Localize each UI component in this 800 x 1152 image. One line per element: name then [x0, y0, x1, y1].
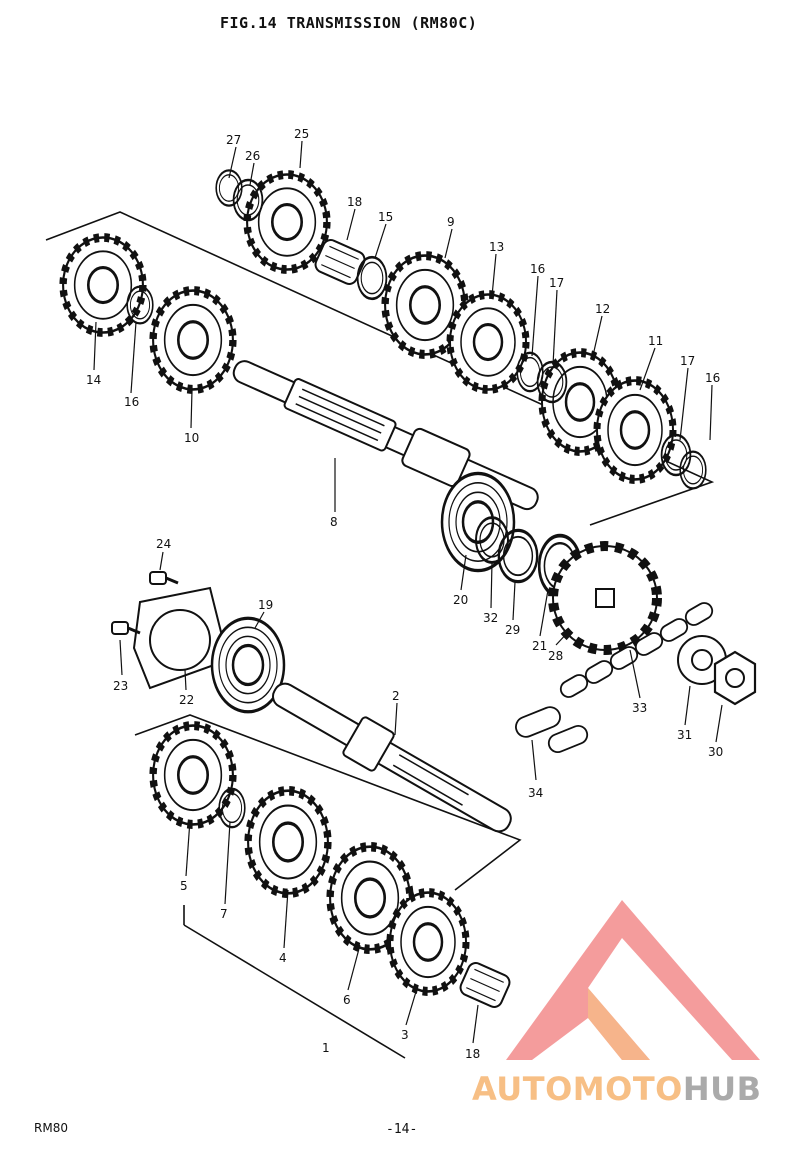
callout-21: 21: [532, 639, 547, 653]
callout-32: 32: [483, 611, 498, 625]
callout-7: 7: [220, 907, 228, 921]
screw-23: [111, 621, 141, 635]
callout-22: 22: [179, 693, 194, 707]
callout-24: 24: [156, 537, 171, 551]
callout-14: 14: [86, 373, 101, 387]
callout-8: 8: [330, 515, 338, 529]
callout-18: 18: [347, 195, 362, 209]
countershaft-assembly: [45, 169, 757, 754]
bearing-retainer-22: [132, 586, 230, 690]
callout-33: 33: [632, 701, 647, 715]
gear-11: [597, 381, 673, 480]
callout-19: 19: [258, 598, 273, 612]
callout-30: 30: [708, 745, 723, 759]
callout-6: 6: [343, 993, 351, 1007]
callout-16: 16: [530, 262, 545, 276]
drive-chain-33: [559, 602, 714, 698]
chain-joint-34: [515, 706, 589, 754]
callout-27: 27: [226, 133, 241, 147]
gear-3: [390, 893, 466, 992]
needle-bearing-18: [314, 239, 366, 285]
callout-16c: 16: [705, 371, 720, 385]
callout-17b: 17: [680, 354, 695, 368]
callout-3: 3: [401, 1028, 409, 1042]
sprocket-28: [548, 541, 662, 655]
needle-bearing-18b: [459, 962, 511, 1008]
page-number: -14-: [386, 1122, 418, 1137]
callout-34: 34: [528, 786, 543, 800]
model-label: RM80: [34, 1121, 68, 1135]
callout-17: 17: [549, 276, 564, 290]
callout-4: 4: [279, 951, 287, 965]
gear-13: [450, 295, 526, 390]
gear-10: [153, 291, 233, 390]
callout-15: 15: [378, 210, 393, 224]
washer-15: [356, 255, 388, 301]
callout-31: 31: [677, 728, 692, 742]
countershaft: [232, 360, 539, 511]
callout-13: 13: [489, 240, 504, 254]
gear-5: [153, 726, 233, 825]
callout-18b: 18: [465, 1047, 480, 1061]
driveshaft-assembly: [111, 571, 522, 1059]
watermark-text-part1: AUTOMOTO: [472, 1070, 683, 1108]
callout-23: 23: [113, 679, 128, 693]
callout-11: 11: [648, 334, 663, 348]
nut-30: [713, 650, 757, 706]
callout-28: 28: [548, 649, 563, 663]
callout-9: 9: [447, 215, 455, 229]
gear-4: [248, 791, 328, 894]
figure-title: FIG.14 TRANSMISSION (RM80C): [220, 14, 478, 32]
watermark-text-part2: HUB: [682, 1070, 762, 1108]
driveshaft: [272, 682, 512, 833]
callout-26: 26: [245, 149, 260, 163]
callout-2: 2: [392, 689, 400, 703]
automotohub-logo: [506, 900, 760, 1060]
callout-5: 5: [180, 879, 188, 893]
callout-29: 29: [505, 623, 520, 637]
callout-20: 20: [453, 593, 468, 607]
screw-24: [149, 571, 179, 585]
callout-10: 10: [184, 431, 199, 445]
callout-12: 12: [595, 302, 610, 316]
callout-1: 1: [322, 1041, 330, 1055]
leader-lines: [93, 140, 723, 1044]
watermark-text: AUTOMOTOHUB: [472, 1070, 762, 1108]
callout-25: 25: [294, 127, 309, 141]
callout-labels: 27 26 25 18 15 9 13 16 17 12 11 17 16 14…: [86, 127, 723, 1061]
callout-16b: 16: [124, 395, 139, 409]
